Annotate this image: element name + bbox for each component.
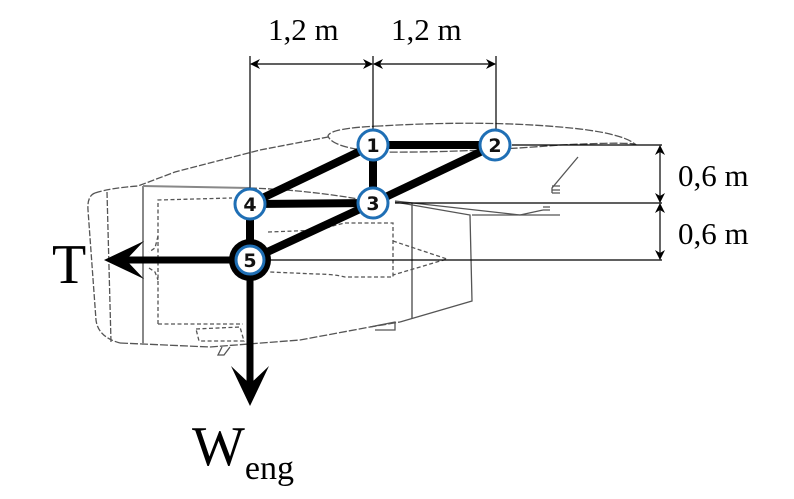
dim-label-3-5: 0,6 m (678, 216, 749, 251)
core-mid-outline (267, 222, 394, 278)
core-cowl-outline (394, 201, 473, 323)
node-1-label: 1 (366, 135, 379, 157)
node-3-label: 3 (366, 193, 379, 215)
node-4-label: 4 (243, 194, 256, 216)
weight-force[interactable] (231, 260, 269, 406)
node-3-circle (356, 186, 390, 220)
core-cowl-bottom-tab (369, 321, 396, 331)
node-5-label: 5 (243, 250, 256, 272)
dim-label-1-2: 1,2 m (391, 12, 462, 47)
fan-cowl-top (142, 185, 251, 189)
member-3-5[interactable] (248, 199, 375, 264)
flap-track-2 (543, 206, 550, 211)
node-1[interactable]: 1 (356, 128, 390, 162)
node-4-circle (233, 187, 267, 221)
node-2-circle (478, 128, 512, 162)
thrust-label: T (52, 234, 86, 296)
pylon-aft-outline (394, 200, 544, 216)
node-3[interactable]: 3 (356, 186, 390, 220)
member-2-3[interactable] (371, 141, 497, 207)
dim-label-4-1: 1,2 m (268, 12, 339, 47)
member-3-4[interactable] (249, 199, 374, 208)
node-4[interactable]: 4 (233, 187, 267, 221)
wing-flap-fairing (551, 156, 579, 193)
member-1-4[interactable] (248, 141, 375, 208)
bottom-mount-tab (216, 346, 231, 356)
inlet-inner-line (106, 191, 112, 343)
pylon-fairing (249, 187, 371, 202)
thrust-arrowhead (104, 241, 144, 279)
dimension-lines (249, 56, 665, 261)
gearbox-outline (195, 326, 245, 342)
node-2[interactable]: 2 (478, 128, 512, 162)
nacelle-bottom-outline (119, 321, 401, 348)
node-2-label: 2 (488, 135, 501, 157)
inlet-lip (87, 192, 121, 344)
exhaust-cone (392, 240, 450, 276)
thrust-force[interactable] (104, 241, 250, 279)
flap-track-1 (552, 185, 560, 194)
weight-arrowhead (231, 366, 269, 406)
weight-subscript: eng (245, 450, 294, 487)
inlet-inner-dashed-lower (148, 267, 159, 281)
nacelle-top-outline (94, 136, 329, 194)
weight-label: Weng (192, 416, 294, 487)
weight-symbol: W (192, 416, 245, 478)
dim-label-2-3: 0,6 m (678, 158, 749, 193)
core-upper-outline (157, 197, 233, 324)
inlet-inner-dashed (148, 235, 159, 253)
engine-core-dashed (148, 197, 450, 342)
node-1-circle (356, 128, 390, 162)
node-5[interactable]: 5 (234, 244, 266, 276)
node-5-circle (234, 244, 266, 276)
